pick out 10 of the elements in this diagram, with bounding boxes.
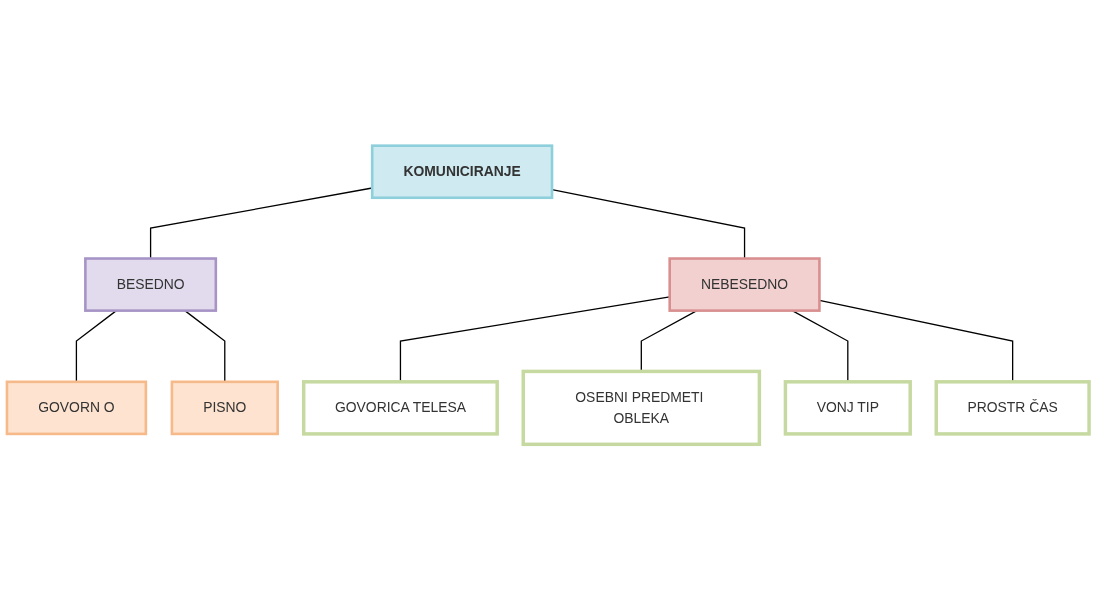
node-box: KOMUNICIRANJE — [370, 143, 554, 199]
node-box: OSEBNI PREDMETI OBLEKA — [521, 369, 762, 446]
node-box: GOVORN O — [5, 380, 148, 435]
node-box: VONJ TIP — [783, 379, 912, 436]
node-box: PROSTR ČAS — [934, 379, 1091, 436]
connector — [149, 186, 373, 259]
node-box: BESEDNO — [84, 256, 218, 312]
node-box: NEBESEDNO — [668, 256, 821, 312]
node-box: GOVORICA TELESA — [301, 379, 499, 436]
node-box: PISNO — [170, 380, 279, 435]
